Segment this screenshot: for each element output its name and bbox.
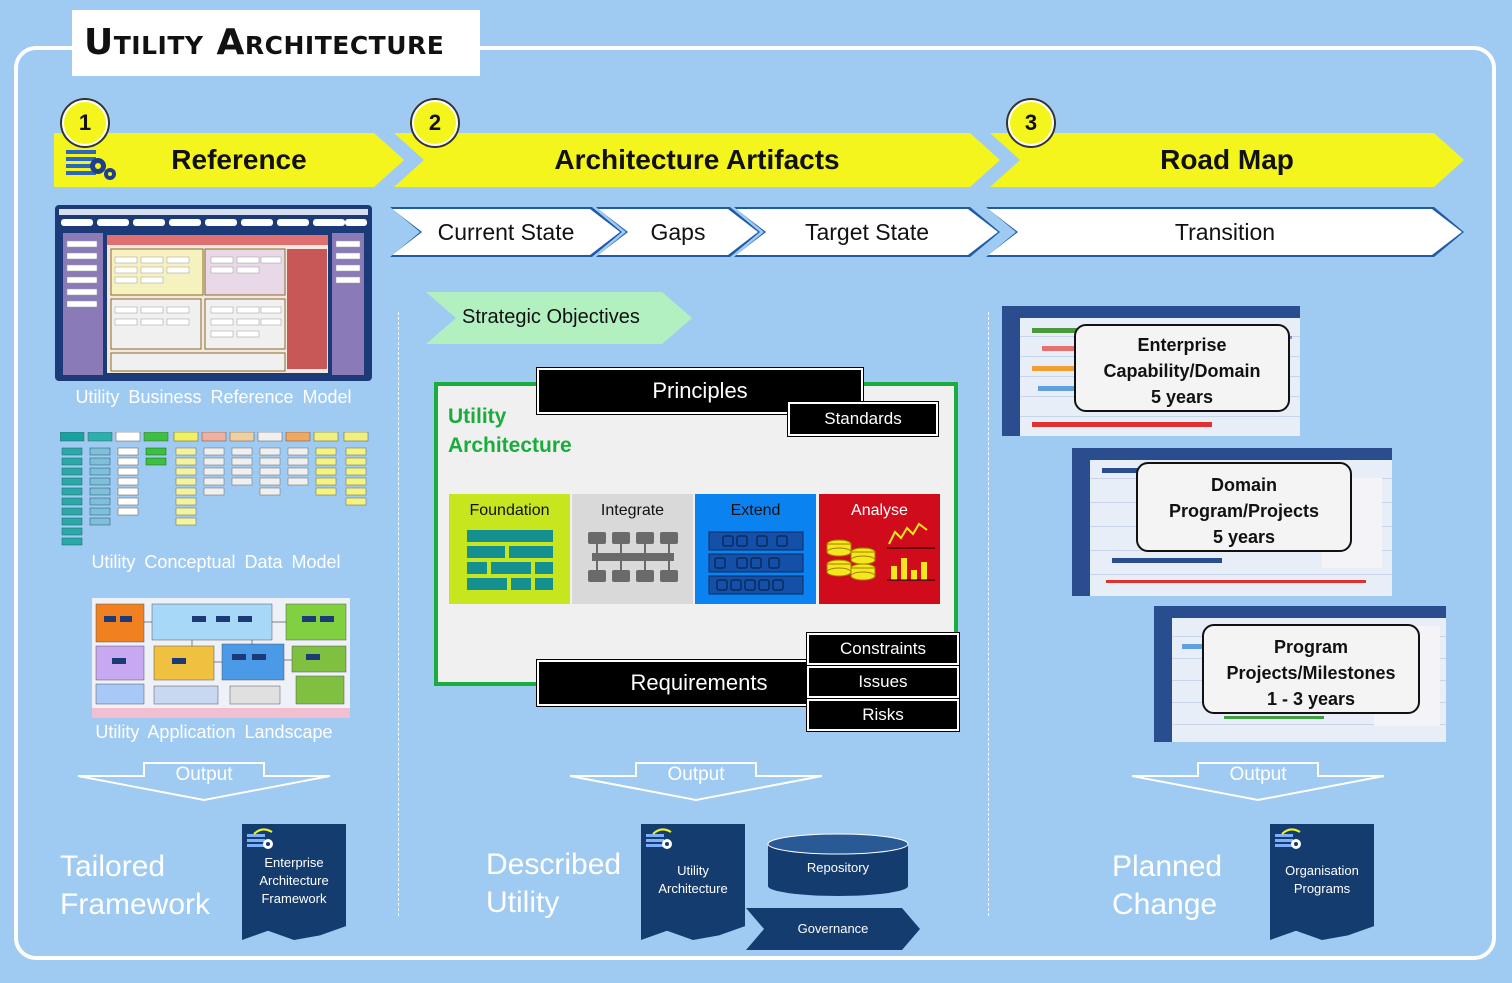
outer-frame xyxy=(14,46,1496,960)
governance-arrow: Governance xyxy=(746,908,920,950)
phase-badge-3: 3 xyxy=(1008,100,1054,146)
output-arrow-label: Output xyxy=(1229,764,1287,785)
phase-artifacts-label: Architecture Artifacts xyxy=(554,144,840,175)
phase-reference-label: Reference xyxy=(171,144,307,175)
output-arrow-1: Output xyxy=(76,762,332,802)
utility-architecture-document: Utility Architecture xyxy=(641,824,745,940)
quadrant-foundation: Foundation xyxy=(449,494,570,604)
stage-current-state: Current State xyxy=(390,207,622,257)
framework-gears-icon xyxy=(646,828,672,849)
roadmap-card-enterprise: Enterprise Capability/Domain 5 years xyxy=(1074,324,1290,412)
conceptual-data-model-thumbnail xyxy=(60,432,369,546)
framework-gears-icon xyxy=(1275,828,1301,849)
utility-architecture-label: Utility Architecture xyxy=(448,405,572,457)
output-tailored-framework: Tailored Framework xyxy=(60,850,211,921)
standards-label: Standards xyxy=(788,402,938,436)
quadrant-extend: Extend xyxy=(695,494,816,604)
phase-architecture-artifacts: Architecture Artifacts xyxy=(394,133,1000,187)
column-divider-2 xyxy=(988,312,989,916)
framework-gears-icon xyxy=(247,828,273,849)
organisation-programs-document: Organisation Programs xyxy=(1270,824,1374,940)
framework-gears-icon xyxy=(66,150,116,180)
strategic-objectives: Strategic Objectives xyxy=(426,292,692,344)
phase-badge-1: 1 xyxy=(62,100,108,146)
business-reference-model-thumbnail xyxy=(55,205,372,381)
enterprise-architecture-framework-document: Enterprise Architecture Framework xyxy=(242,824,346,940)
repository-label: Repository xyxy=(806,860,870,875)
column-divider-1 xyxy=(398,312,399,916)
extension-modules-icon xyxy=(708,531,804,595)
stage-transition: Transition xyxy=(986,207,1464,257)
stage-target-state: Target State xyxy=(734,207,1000,257)
phase-road-map: Road Map xyxy=(990,133,1464,187)
issues-label: Issues xyxy=(807,666,959,698)
repository-database-icon xyxy=(767,833,909,896)
constraints-label: Constraints xyxy=(807,633,959,665)
phase-roadmap-label: Road Map xyxy=(1160,144,1294,175)
roadmap-card-domain: Domain Program/Projects 5 years xyxy=(1136,462,1352,552)
output-planned-change: Planned Change xyxy=(1112,850,1223,921)
output-arrow-label: Output xyxy=(667,764,725,785)
analytics-charts-icon xyxy=(826,522,935,581)
business-reference-model-caption: Utility Business Reference Model xyxy=(75,387,352,407)
stage-gaps: Gaps xyxy=(596,207,760,257)
output-arrow-3: Output xyxy=(1130,762,1386,802)
conceptual-data-model-caption: Utility Conceptual Data Model xyxy=(91,552,341,572)
output-described-utility: Described Utility xyxy=(486,848,622,919)
brick-wall-icon xyxy=(467,530,553,590)
output-arrow-label: Output xyxy=(175,764,233,785)
output-arrow-2: Output xyxy=(568,762,824,802)
integration-bus-icon xyxy=(588,532,678,582)
phase-badge-2: 2 xyxy=(412,100,458,146)
title-box: Utility Architecture xyxy=(72,10,480,76)
quadrant-analyse: Analyse xyxy=(819,494,940,604)
risks-label: Risks xyxy=(807,699,959,731)
quadrant-integrate: Integrate xyxy=(572,494,693,604)
application-landscape-thumbnail xyxy=(92,598,350,718)
application-landscape-caption: Utility Application Landscape xyxy=(95,722,333,742)
roadmap-card-program: Program Projects/Milestones 1 - 3 years xyxy=(1202,624,1420,714)
page-title: Utility Architecture xyxy=(84,22,445,63)
